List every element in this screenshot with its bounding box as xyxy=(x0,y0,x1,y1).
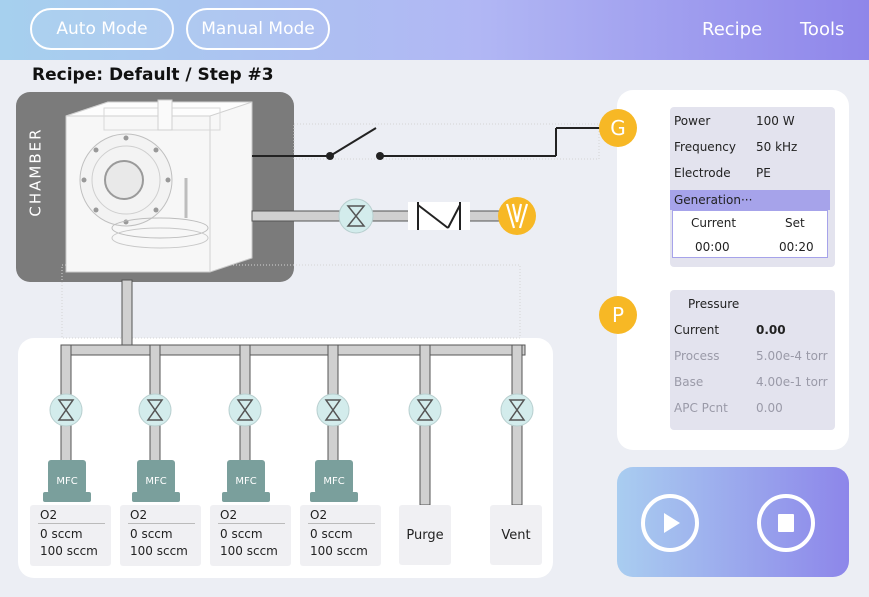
valve-icon[interactable] xyxy=(338,198,374,234)
guide-line xyxy=(293,123,600,160)
row-value: 4.00e-1 torr xyxy=(756,375,828,389)
row-label: Process xyxy=(674,349,720,363)
row-label: Current xyxy=(674,323,720,337)
gas-actual: 0 sccm xyxy=(310,527,353,541)
current-label: Current xyxy=(691,216,737,230)
divider xyxy=(218,523,285,524)
mfc-label: MFC xyxy=(235,476,256,487)
divider xyxy=(38,523,105,524)
check-valve-icon[interactable] xyxy=(408,202,470,230)
play-button[interactable] xyxy=(641,494,699,552)
play-icon xyxy=(664,513,680,533)
mfc-label: MFC xyxy=(56,476,77,487)
auto-mode-button[interactable]: Auto Mode xyxy=(30,8,174,50)
nav-tools[interactable]: Tools xyxy=(800,19,845,40)
purge-button[interactable]: Purge xyxy=(399,505,451,565)
recipe-title: Recipe: Default / Step #3 xyxy=(32,65,274,85)
valve-icon[interactable] xyxy=(316,393,350,427)
gas-actual: 0 sccm xyxy=(40,527,83,541)
row-value: 5.00e-4 torr xyxy=(756,349,828,363)
row-value: 100 W xyxy=(756,114,795,128)
row-label: Electrode xyxy=(674,166,731,180)
generation-timer: Current Set 00:00 00:20 xyxy=(672,210,828,258)
mfc-unit[interactable]: MFC xyxy=(132,460,180,502)
control-panel xyxy=(617,467,849,577)
gas-name: O2 xyxy=(40,508,58,522)
row-value: PE xyxy=(756,166,771,180)
gas-name: O2 xyxy=(130,508,148,522)
pressure-table: Pressure Current 0.00 Process 5.00e-4 to… xyxy=(670,290,835,430)
gas-setpoint: 100 sccm xyxy=(310,544,368,558)
current-time: 00:00 xyxy=(695,240,730,254)
pressure-badge[interactable]: P xyxy=(599,296,637,334)
row-label: Power xyxy=(674,114,711,128)
valve-icon[interactable] xyxy=(408,393,442,427)
chamber-illustration xyxy=(65,99,253,273)
pressure-title: Pressure xyxy=(688,297,740,311)
mfc-unit[interactable]: MFC xyxy=(222,460,270,502)
gas-setpoint: 100 sccm xyxy=(40,544,98,558)
valve-icon[interactable] xyxy=(500,393,534,427)
row-label: APC Pcnt xyxy=(674,401,728,415)
divider xyxy=(128,523,195,524)
mfc-label: MFC xyxy=(323,476,344,487)
generator-badge[interactable]: G xyxy=(599,109,637,147)
valve-icon[interactable] xyxy=(138,393,172,427)
mfc-unit[interactable]: MFC xyxy=(43,460,91,502)
row-label: Frequency xyxy=(674,140,736,154)
stop-button[interactable] xyxy=(757,494,815,552)
gas-name: O2 xyxy=(220,508,238,522)
vacuum-pump-icon[interactable] xyxy=(498,197,536,235)
gas-line-1[interactable]: O2 0 sccm 100 sccm xyxy=(30,505,111,566)
valve-icon[interactable] xyxy=(49,393,83,427)
switch-icon[interactable] xyxy=(252,127,600,160)
valve-icon[interactable] xyxy=(228,393,262,427)
row-value: 0.00 xyxy=(756,401,783,415)
set-time: 00:20 xyxy=(779,240,814,254)
guide-line xyxy=(61,264,521,339)
row-value: 50 kHz xyxy=(756,140,798,154)
stop-icon xyxy=(778,514,794,532)
gas-line-2[interactable]: O2 0 sccm 100 sccm xyxy=(120,505,201,566)
gas-actual: 0 sccm xyxy=(130,527,173,541)
generator-table: Power 100 W Frequency 50 kHz Electrode P… xyxy=(670,107,835,267)
gas-setpoint: 100 sccm xyxy=(130,544,188,558)
mfc-unit[interactable]: MFC xyxy=(310,460,358,502)
gas-manifold xyxy=(60,279,526,506)
manual-mode-button[interactable]: Manual Mode xyxy=(186,8,330,50)
generation-status: Generation··· xyxy=(670,190,830,210)
gas-name: O2 xyxy=(310,508,328,522)
row-value: 0.00 xyxy=(756,323,786,337)
gas-line-3[interactable]: O2 0 sccm 100 sccm xyxy=(210,505,291,566)
divider xyxy=(308,523,375,524)
mfc-label: MFC xyxy=(145,476,166,487)
row-label: Base xyxy=(674,375,704,389)
gas-actual: 0 sccm xyxy=(220,527,263,541)
gas-line-4[interactable]: O2 0 sccm 100 sccm xyxy=(300,505,381,566)
header-bar: Auto Mode Manual Mode Recipe Tools xyxy=(0,0,869,60)
gas-setpoint: 100 sccm xyxy=(220,544,278,558)
nav-recipe[interactable]: Recipe xyxy=(702,19,763,40)
vent-button[interactable]: Vent xyxy=(490,505,542,565)
set-label: Set xyxy=(785,216,805,230)
